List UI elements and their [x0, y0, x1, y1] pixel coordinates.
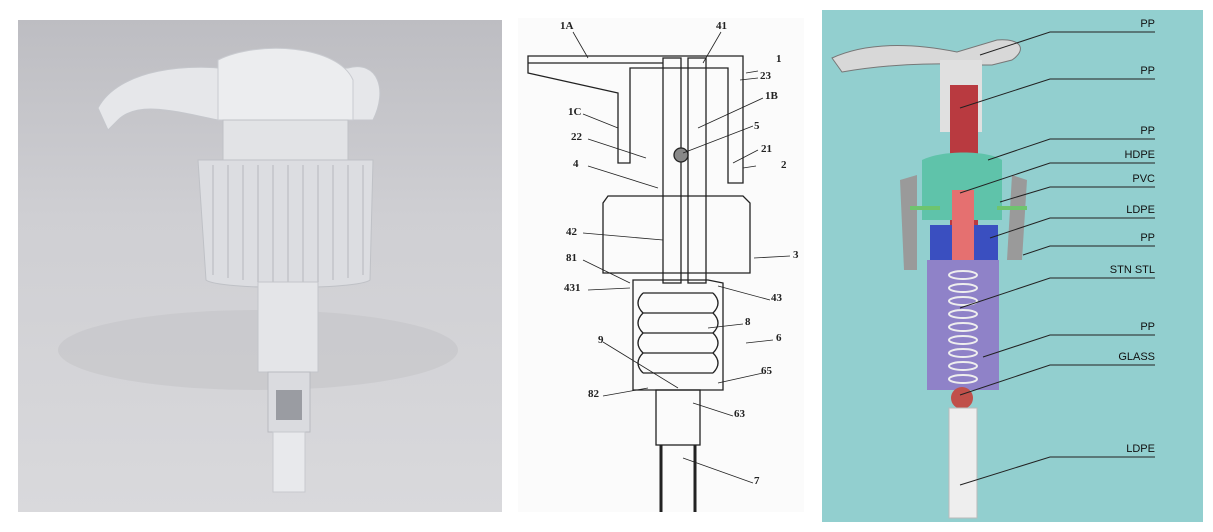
part-label: 5: [754, 120, 760, 132]
part-label: 81: [566, 252, 577, 264]
part-label: 1C: [568, 106, 582, 118]
material-label-pp: PP: [1140, 18, 1155, 30]
part-label: 6: [776, 332, 782, 344]
lotion-pump-image: [58, 47, 458, 493]
part-label: 431: [564, 282, 581, 294]
part-label: 1B: [765, 90, 778, 102]
material-label-pvc: PVC: [1132, 173, 1155, 185]
pump-cutaway-illustration: [831, 31, 1155, 519]
part-label: 4: [573, 158, 579, 170]
part-label: 1A: [560, 20, 574, 32]
part-label: 63: [734, 408, 745, 420]
part-label: 43: [771, 292, 782, 304]
part-label: 7: [754, 475, 760, 487]
part-label: 82: [588, 388, 599, 400]
pump-cross-section-drawing: [527, 31, 791, 512]
part-label: 21: [761, 143, 772, 155]
part-label: 8: [745, 316, 751, 328]
part-label: 2: [781, 159, 787, 171]
material-label-glass: GLASS: [1118, 351, 1155, 363]
material-label-pp: PP: [1140, 125, 1155, 137]
part-label: 9: [598, 334, 604, 346]
material-label-ldpe: LDPE: [1126, 443, 1155, 455]
material-label-pp: PP: [1140, 232, 1155, 244]
part-label: 3: [793, 249, 799, 261]
part-label: 1: [776, 53, 782, 65]
material-label-pp: PP: [1140, 321, 1155, 333]
part-label: 65: [761, 365, 772, 377]
part-label: 22: [571, 131, 582, 143]
patent-drawing: 1A 41 1 23 1B 1C 5 22 21 4 2 42 3 81 431…: [518, 18, 804, 512]
pump-photo: [18, 20, 502, 512]
material-label-pp: PP: [1140, 65, 1155, 77]
material-label-hdpe: HDPE: [1124, 149, 1155, 161]
part-label: 42: [566, 226, 577, 238]
part-label: 41: [716, 20, 727, 32]
cutaway-diagram: PP PP PP HDPE PVC LDPE PP STN STL PP GLA…: [822, 10, 1203, 522]
material-label-ldpe: LDPE: [1126, 204, 1155, 216]
material-label-stainless-steel: STN STL: [1109, 264, 1155, 276]
part-label: 23: [760, 70, 771, 82]
